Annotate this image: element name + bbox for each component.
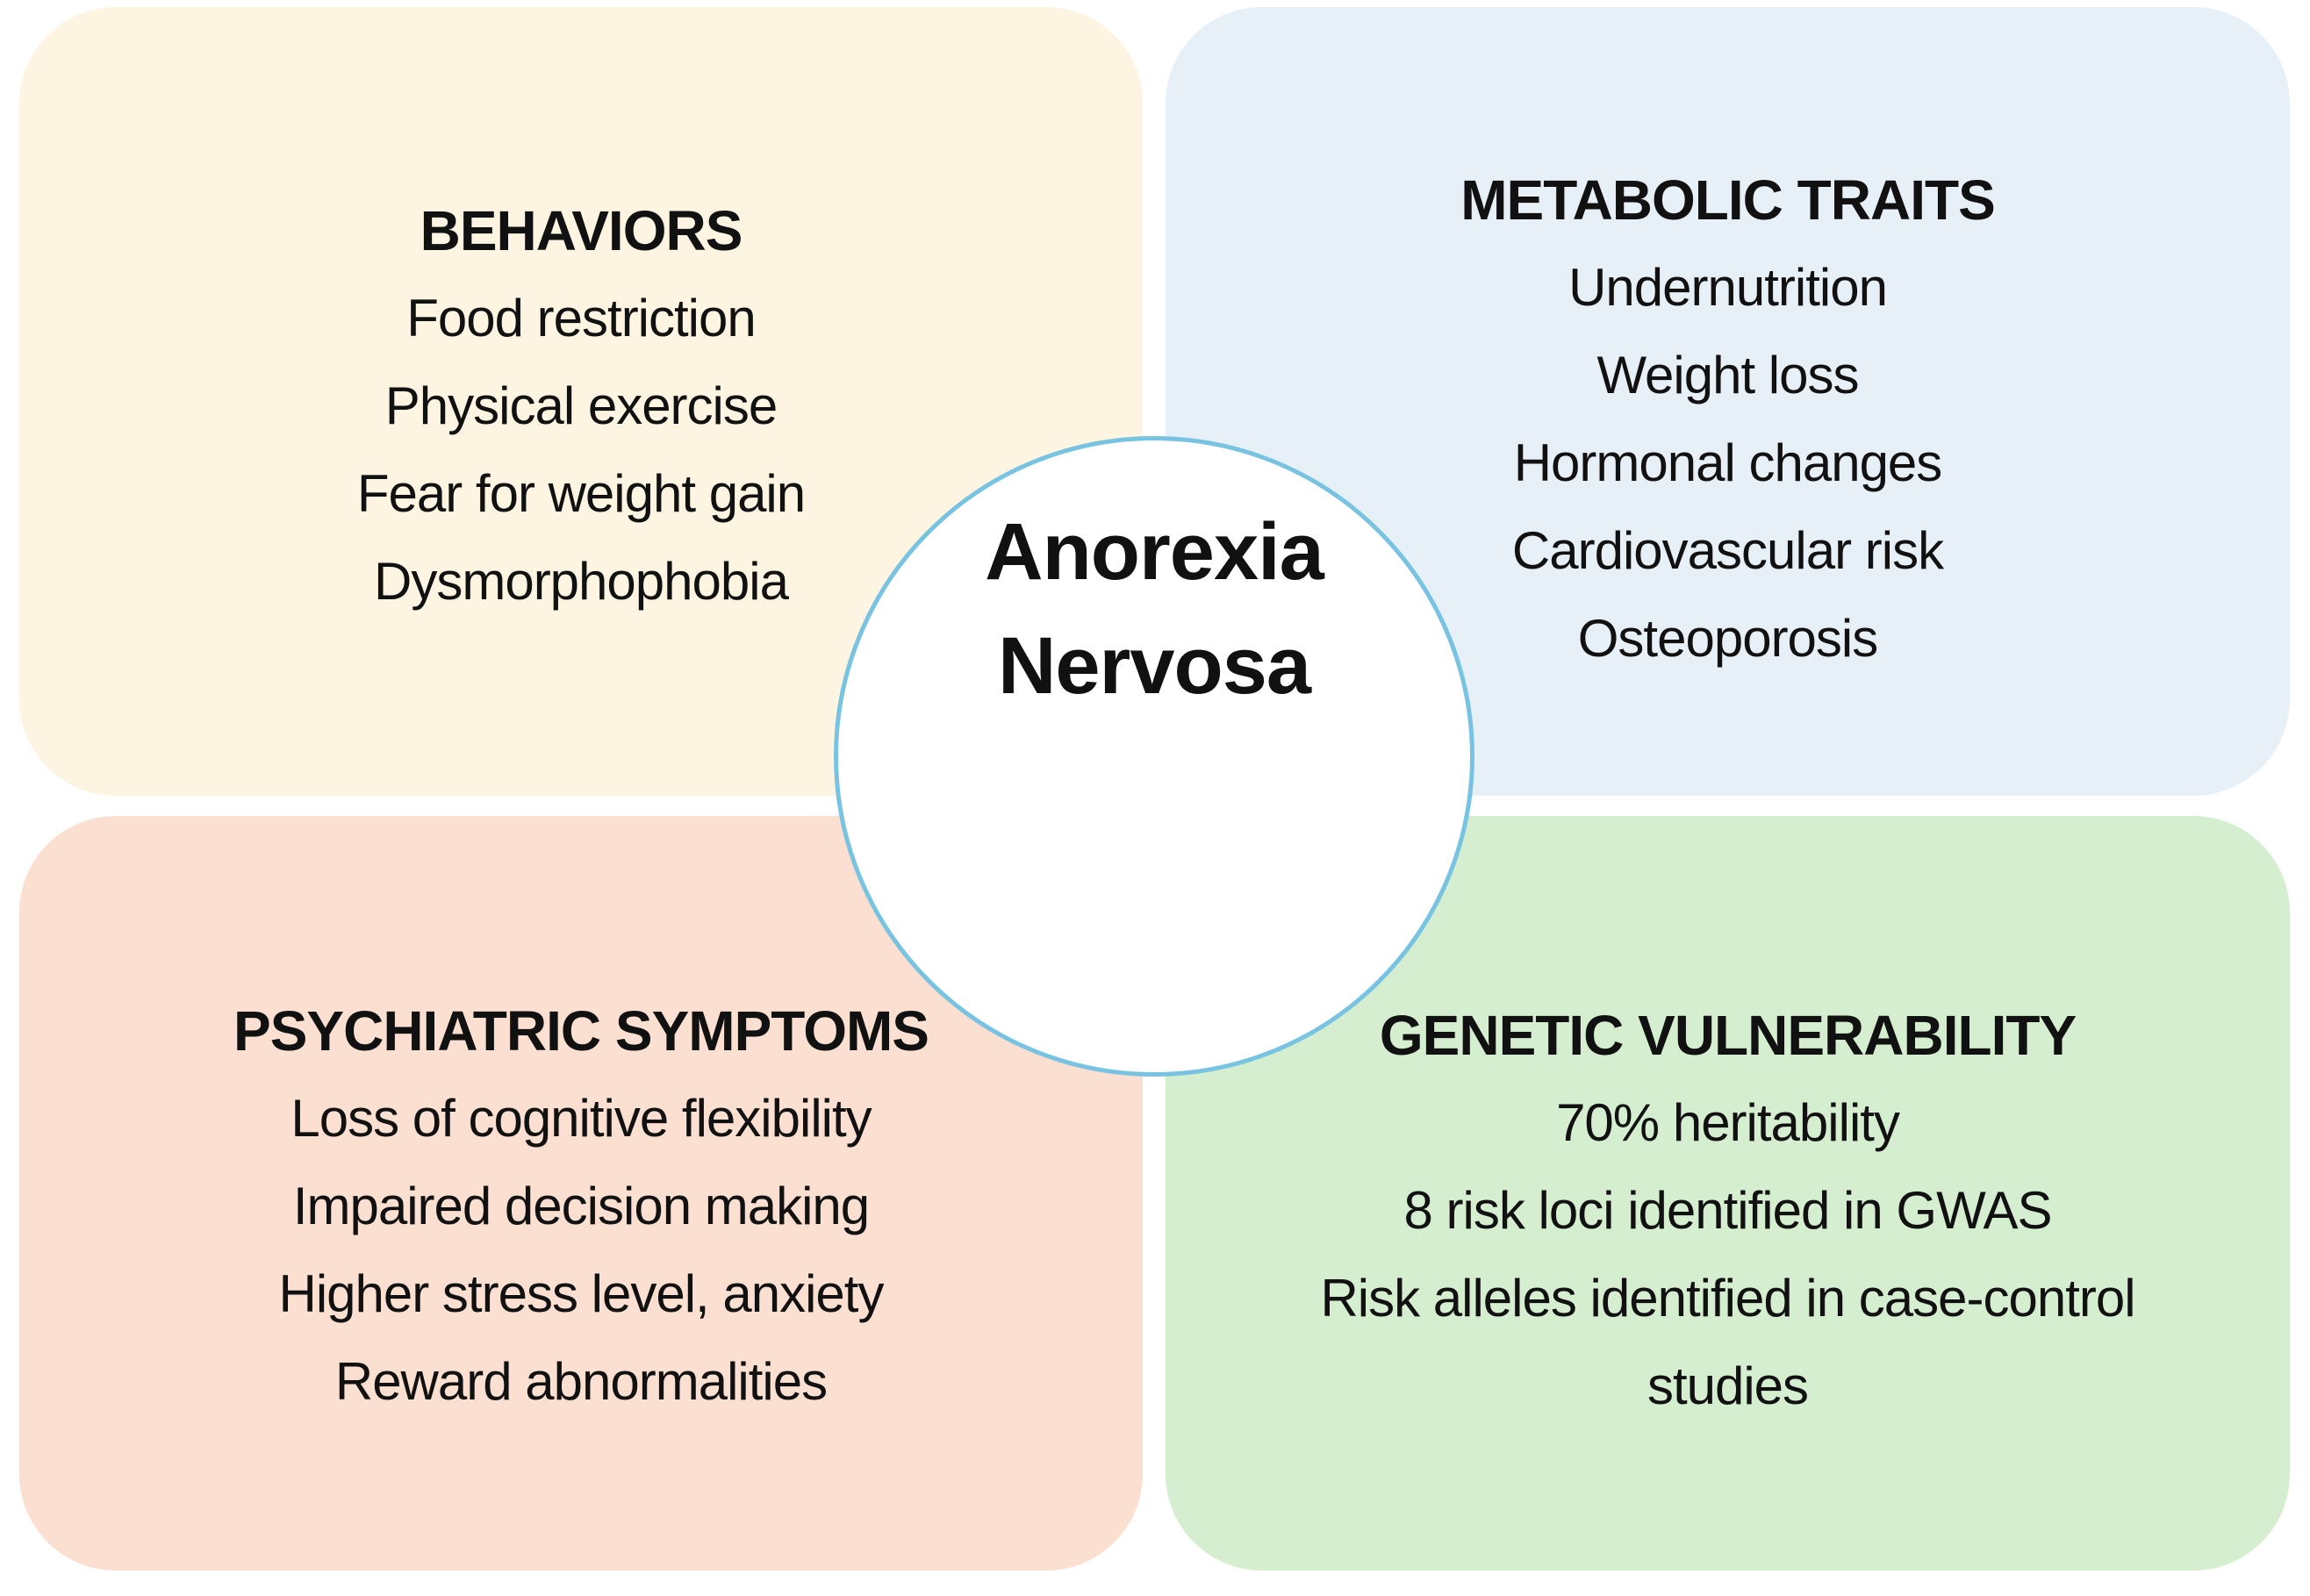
center-circle: Anorexia Nervosa (834, 436, 1474, 1077)
quadrant-metabolic-traits-content: METABOLIC TRAITS Undernutrition Weight l… (1166, 7, 2290, 683)
quadrant-item: Physical exercise (384, 376, 778, 435)
quadrant-item: Fear for weight gain (356, 464, 806, 523)
diagram-title-line: Anorexia (985, 507, 1324, 597)
quadrant-item: Impaired decision making (292, 1177, 870, 1235)
quadrant-behaviors: BEHAVIORS Food restriction Physical exer… (19, 7, 1143, 796)
diagram-title: Anorexia Nervosa (838, 440, 1470, 723)
quadrant-item: Hormonal changes (1513, 433, 1943, 492)
quadrant-item: Higher stress level, anxiety (278, 1264, 885, 1323)
quadrant-item: Risk alleles identified in case-control … (1320, 1269, 2135, 1415)
quadrant-behaviors-content: BEHAVIORS Food restriction Physical exer… (19, 7, 1143, 626)
quadrant-item: Loss of cognitive flexibility (291, 1089, 872, 1148)
diagram-title-line: Nervosa (997, 621, 1311, 711)
quadrant-item: Dysmorphophobia (374, 552, 789, 611)
quadrant-genetic-vulnerability-content: GENETIC VULNERABILITY 70% heritability 8… (1166, 816, 2290, 1430)
quadrant-psychiatric-symptoms-content: PSYCHIATRIC SYMPTOMS Loss of cognitive f… (19, 816, 1143, 1426)
quadrant-heading-psychiatric-symptoms: PSYCHIATRIC SYMPTOMS (233, 999, 929, 1063)
quadrant-item: Undernutrition (1568, 258, 1888, 317)
quadrant-item: Weight loss (1596, 346, 1859, 404)
quadrant-heading-genetic-vulnerability: GENETIC VULNERABILITY (1379, 1004, 2077, 1067)
quadrant-item: 8 risk loci identified in GWAS (1403, 1181, 2052, 1240)
quadrant-heading-metabolic-traits: METABOLIC TRAITS (1460, 168, 1996, 232)
quadrant-item: Food restriction (406, 289, 757, 347)
quadrant-item: 70% heritability (1556, 1093, 1900, 1152)
quadrant-item: Reward abnormalities (334, 1352, 828, 1411)
quadrant-item: Osteoporosis (1577, 609, 1879, 668)
quadrant-item: Cardiovascular risk (1511, 521, 1944, 580)
quadrant-heading-behaviors: BEHAVIORS (420, 199, 743, 262)
